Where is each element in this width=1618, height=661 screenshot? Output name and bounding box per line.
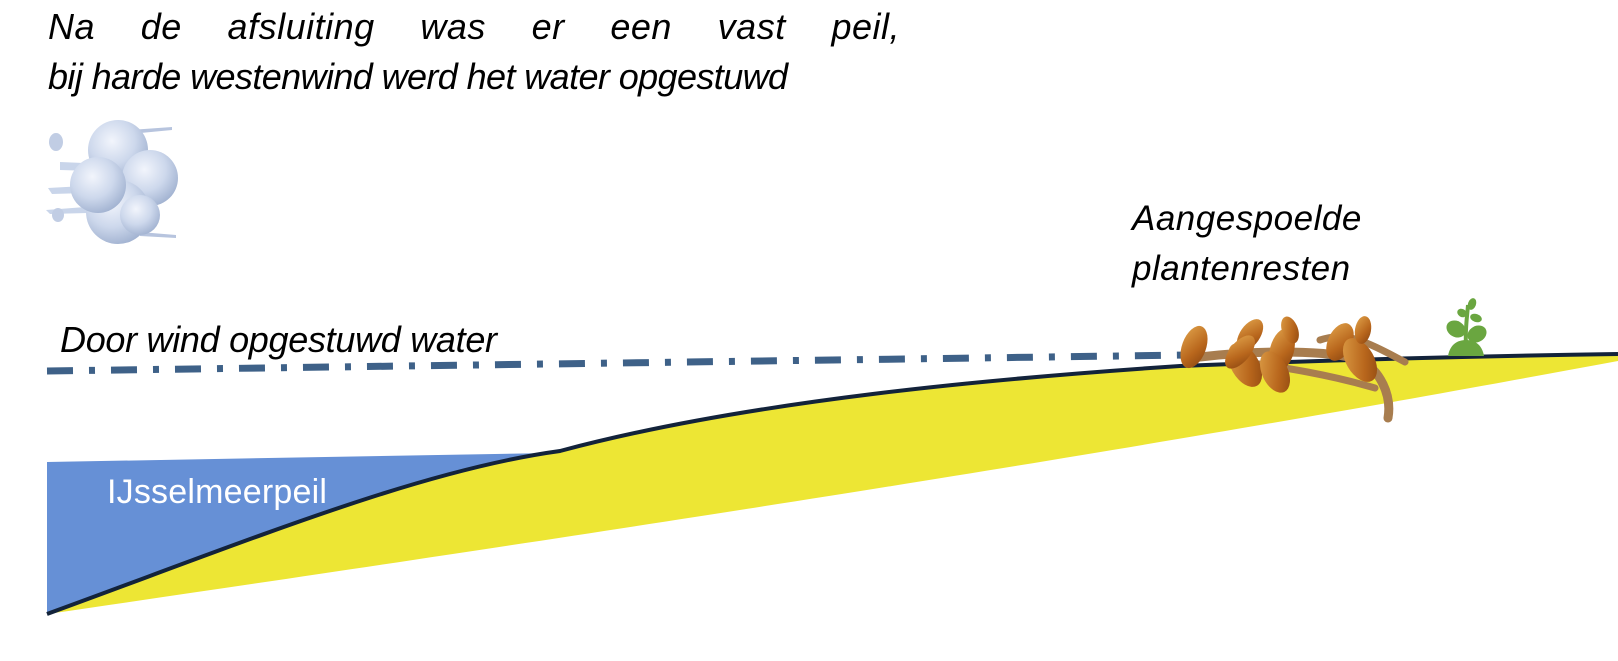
lake-level-label: IJsselmeerpeil [107, 473, 328, 511]
wind-raised-water-label: Door wind opgestuwd water [60, 319, 497, 360]
washed-up-plants-label-line-2: plantenresten [1132, 249, 1351, 288]
land-area [47, 354, 1618, 614]
wind-cloud-icon [46, 120, 178, 244]
title-line-1: Na de afsluiting was er een vast peil, [48, 6, 900, 47]
shoreline-line [46, 352, 1618, 616]
seedling-icon [1446, 298, 1487, 356]
title-line-2: bij harde westenwind werd het water opge… [48, 56, 788, 97]
dead-leaves-branch-icon [1180, 316, 1409, 423]
diagram-title: Na de afsluiting was er een vast peil, b… [48, 2, 900, 102]
washed-up-plants-label: Aangespoelde plantenresten [1132, 194, 1362, 294]
washed-up-plants-label-line-1: Aangespoelde [1132, 199, 1362, 238]
